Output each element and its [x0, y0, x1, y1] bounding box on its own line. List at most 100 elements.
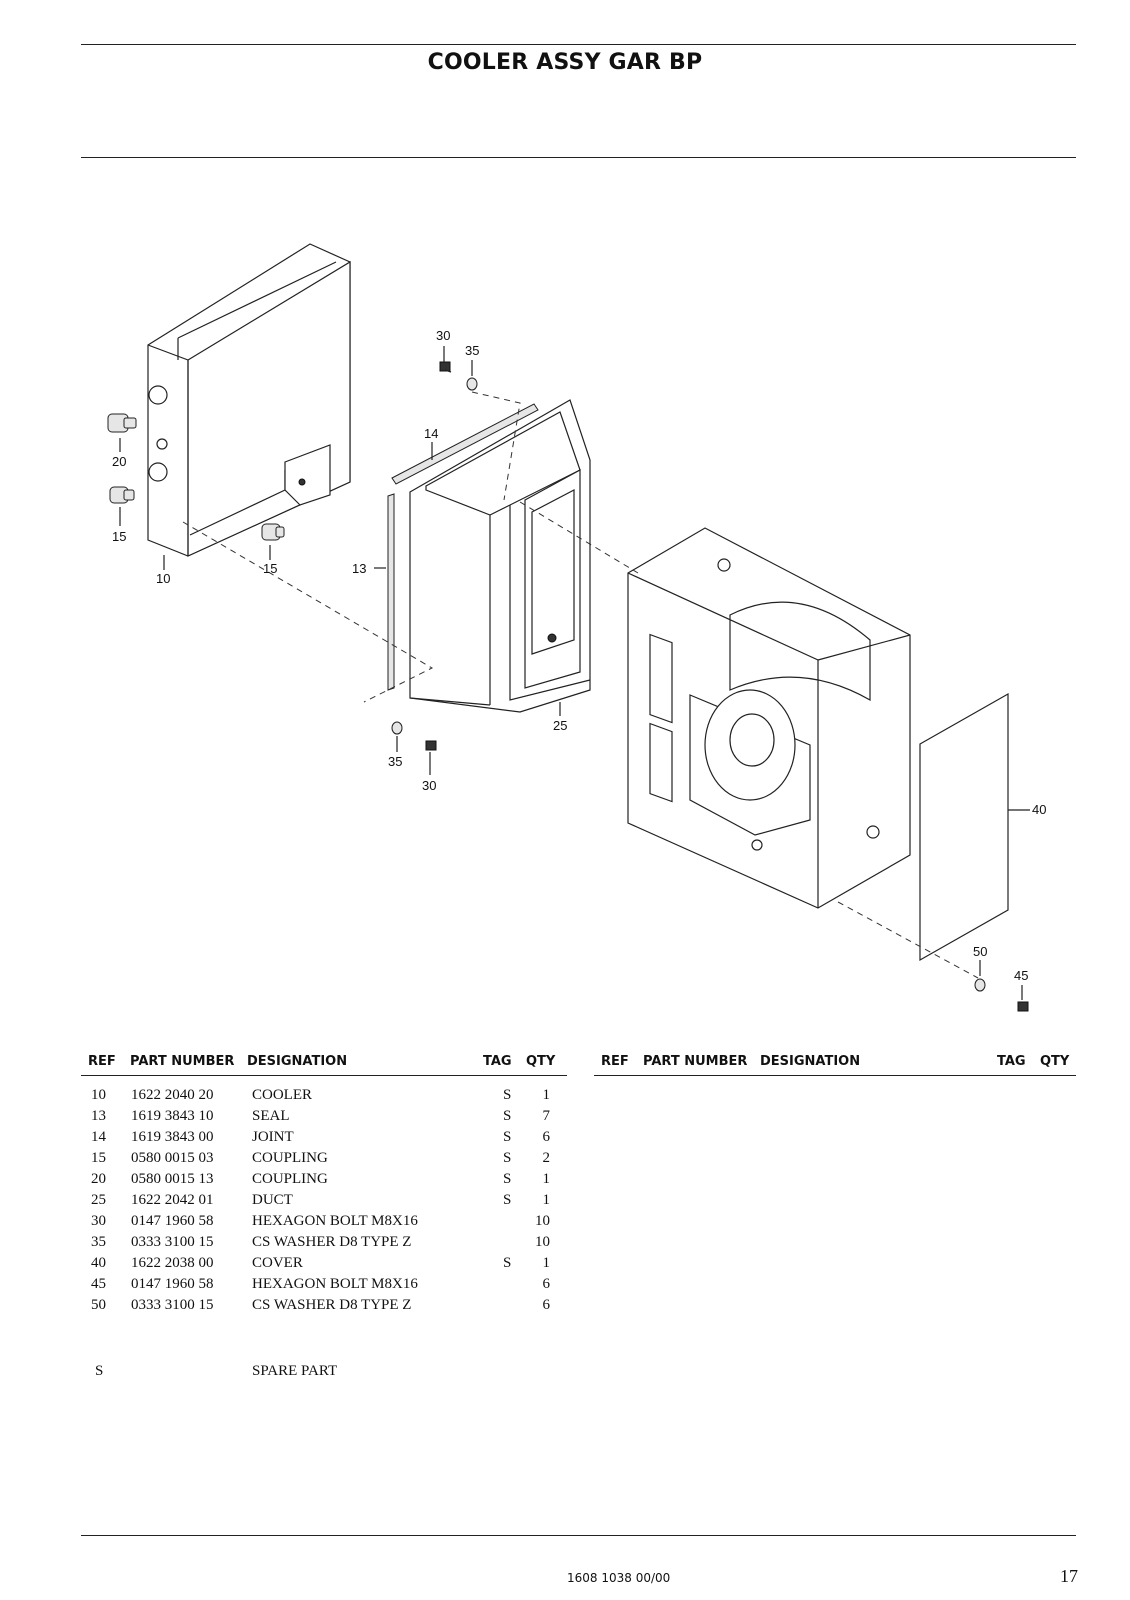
cell-part-number: 1622 2040 20 [131, 1087, 214, 1103]
callout-40: 40 [1032, 802, 1046, 817]
col-designation-left: DESIGNATION [247, 1054, 348, 1069]
cell-part-number: 1619 3843 00 [131, 1129, 214, 1145]
table-row: 40 1622 2038 00 COVER S 1 [0, 1255, 600, 1276]
table-row: 20 0580 0015 13 COUPLING S 1 [0, 1171, 600, 1192]
page-number: 17 [1060, 1566, 1078, 1586]
cell-tag: S [503, 1087, 512, 1103]
col-ref-right: REF [601, 1054, 629, 1069]
col-qty-right: QTY [1040, 1054, 1070, 1069]
cooler-part [147, 243, 351, 557]
duct-part [409, 399, 591, 713]
coupling-parts [107, 413, 285, 541]
seal-joint-strips [387, 403, 539, 691]
legend-text: SPARE PART [252, 1363, 338, 1379]
col-part-number-right: PART NUMBER [643, 1054, 748, 1069]
cell-qty: 1 [542, 1255, 551, 1271]
callout-15-left: 15 [112, 529, 126, 544]
cell-ref: 40 [91, 1255, 106, 1271]
cell-designation: CS WASHER D8 TYPE Z [252, 1297, 412, 1313]
housing-part [627, 527, 911, 909]
callout-25: 25 [553, 718, 567, 733]
cell-part-number: 0333 3100 15 [131, 1234, 214, 1250]
cell-part-number: 1619 3843 10 [131, 1108, 214, 1124]
cell-qty: 1 [542, 1192, 551, 1208]
cell-ref: 14 [91, 1129, 106, 1145]
callout-20: 20 [112, 454, 126, 469]
table-row: 15 0580 0015 03 COUPLING S 2 [0, 1150, 600, 1171]
cell-designation: COOLER [252, 1087, 312, 1103]
cell-tag: S [503, 1192, 512, 1208]
parts-table-body: 10 1622 2040 20 COOLER S 1 13 1619 3843 10 SEA… [0, 1087, 600, 1318]
col-part-number-left: PART NUMBER [130, 1054, 235, 1069]
cell-ref: 50 [91, 1297, 106, 1313]
col-ref-left: REF [88, 1054, 116, 1069]
page-title: COOLER ASSY GAR BP [427, 50, 703, 75]
cell-ref: 10 [91, 1087, 106, 1103]
assembly-lines [182, 391, 979, 979]
col-tag-right: TAG [997, 1054, 1026, 1069]
cell-designation: COUPLING [252, 1150, 328, 1166]
cell-part-number: 0147 1960 58 [131, 1276, 214, 1292]
cell-tag: S [503, 1255, 512, 1271]
cell-qty: 10 [535, 1234, 550, 1250]
cell-part-number: 0333 3100 15 [131, 1297, 214, 1313]
callout-30-bottom: 30 [422, 778, 436, 793]
cell-ref: 45 [91, 1276, 106, 1292]
fasteners [391, 361, 1029, 1012]
cell-tag: S [503, 1171, 512, 1187]
cell-designation: HEXAGON BOLT M8X16 [252, 1276, 418, 1292]
cell-part-number: 0580 0015 13 [131, 1171, 214, 1187]
callout-13: 13 [352, 561, 366, 576]
callout-35-bottom: 35 [388, 754, 402, 769]
table-row: 13 1619 3843 10 SEAL S 7 [0, 1108, 600, 1129]
cell-tag: S [503, 1150, 512, 1166]
cell-ref: 13 [91, 1108, 106, 1124]
cell-ref: 20 [91, 1171, 106, 1187]
legend-code: S [95, 1363, 104, 1379]
table-row: 35 0333 3100 15 CS WASHER D8 TYPE Z 10 [0, 1234, 600, 1255]
cell-designation: COVER [252, 1255, 303, 1271]
cell-part-number: 0580 0015 03 [131, 1150, 214, 1166]
cell-ref: 15 [91, 1150, 106, 1166]
cell-designation: SEAL [252, 1108, 290, 1124]
cell-designation: COUPLING [252, 1171, 328, 1187]
cell-designation: JOINT [252, 1129, 294, 1145]
callout-15-right: 15 [263, 561, 277, 576]
cell-qty: 6 [542, 1276, 551, 1292]
table-row: 50 0333 3100 15 CS WASHER D8 TYPE Z 6 [0, 1297, 600, 1318]
cell-ref: 35 [91, 1234, 106, 1250]
document-number: 1608 1038 00/00 [567, 1571, 671, 1585]
callout-10: 10 [156, 571, 170, 586]
cell-qty: 6 [542, 1297, 551, 1313]
cell-designation: HEXAGON BOLT M8X16 [252, 1213, 418, 1229]
cell-qty: 6 [542, 1129, 551, 1145]
cell-tag: S [503, 1108, 512, 1124]
exploded-view-diagram: 30 35 14 20 15 15 10 13 25 35 30 40 50 4… [107, 243, 1046, 1012]
table-header-rule-right [594, 1075, 1076, 1076]
callout-leaders [119, 346, 1030, 1000]
cell-part-number: 0147 1960 58 [131, 1213, 214, 1229]
table-row: 10 1622 2040 20 COOLER S 1 [0, 1087, 600, 1108]
table-header-rule-left [81, 1075, 567, 1076]
table-row: 14 1619 3843 00 JOINT S 6 [0, 1129, 600, 1150]
table-row: 30 0147 1960 58 HEXAGON BOLT M8X16 10 [0, 1213, 600, 1234]
cell-tag: S [503, 1129, 512, 1145]
cell-qty: 1 [542, 1171, 551, 1187]
cell-qty: 2 [542, 1150, 551, 1166]
cell-part-number: 1622 2038 00 [131, 1255, 214, 1271]
col-designation-right: DESIGNATION [760, 1054, 861, 1069]
cell-qty: 7 [542, 1108, 551, 1124]
cell-qty: 10 [535, 1213, 550, 1229]
footer-rule [81, 1535, 1076, 1536]
cell-designation: DUCT [252, 1192, 293, 1208]
cell-designation: CS WASHER D8 TYPE Z [252, 1234, 412, 1250]
callout-45: 45 [1014, 968, 1028, 983]
cell-ref: 30 [91, 1213, 106, 1229]
cell-ref: 25 [91, 1192, 106, 1208]
col-tag-left: TAG [483, 1054, 512, 1069]
cell-qty: 1 [542, 1087, 551, 1103]
table-row: 45 0147 1960 58 HEXAGON BOLT M8X16 6 [0, 1276, 600, 1297]
title-bottom-rule [81, 157, 1076, 158]
callout-30-top: 30 [436, 328, 450, 343]
